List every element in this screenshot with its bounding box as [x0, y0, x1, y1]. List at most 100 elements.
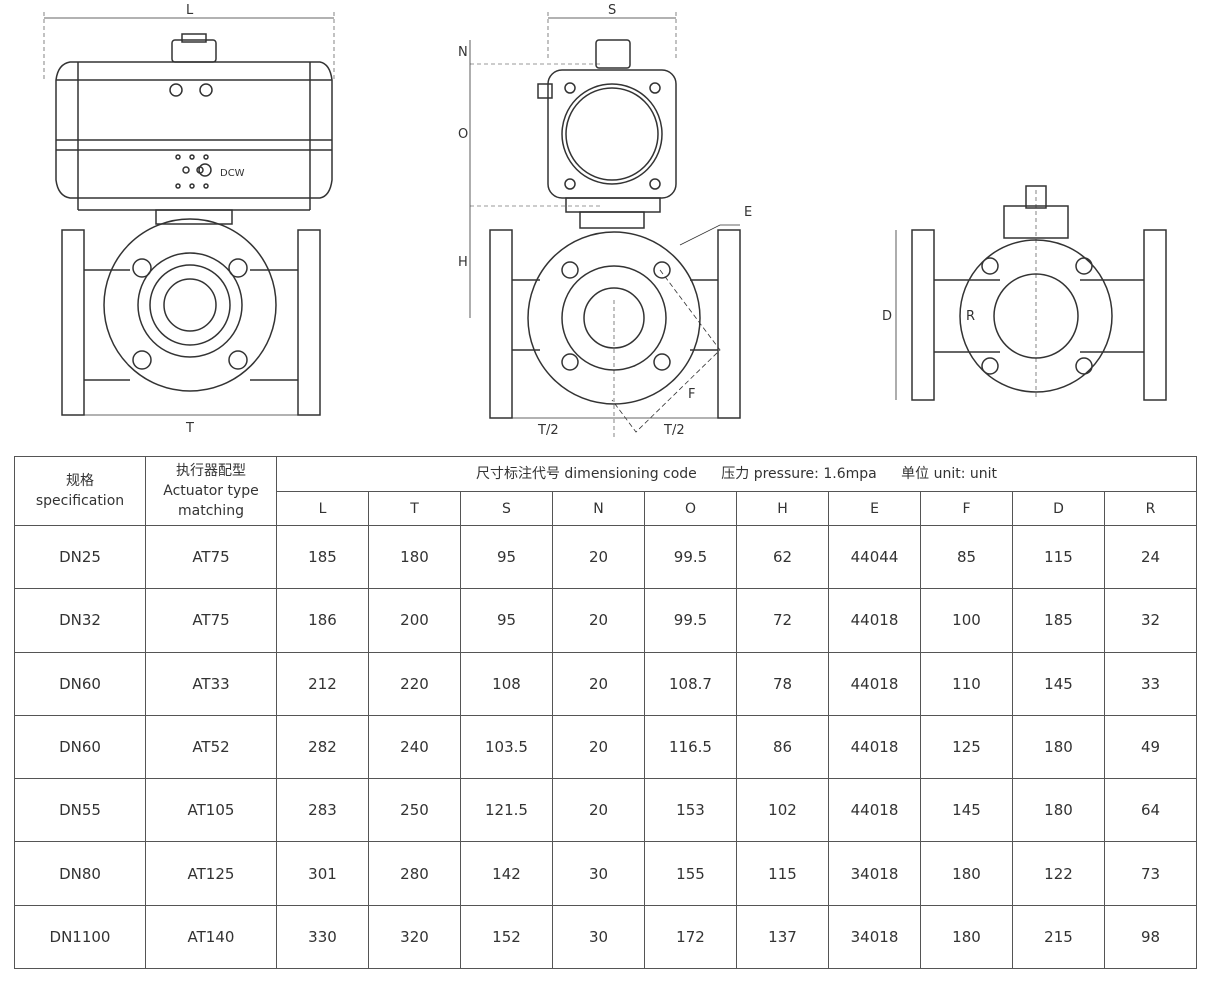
cell-dimension-value: 64	[1104, 778, 1197, 843]
dimension-table: 规格 specification 执行器配型 Actuator type mat…	[14, 456, 1197, 970]
cell-specification: DN1100	[14, 904, 146, 970]
header-spec-en: specification	[35, 493, 125, 509]
cell-dimension-value: 283	[276, 778, 369, 843]
dim-column-header: N	[552, 491, 645, 526]
header-specification: 规格 specification	[14, 456, 146, 526]
cell-dimension-value: 24	[1104, 524, 1197, 590]
cell-dimension-value: 122	[1012, 841, 1105, 906]
technical-drawings: L T DCW S N O H E F T/2 T/2 D R	[0, 0, 1214, 450]
cell-dimension-value: 103.5	[460, 714, 553, 780]
cell-dimension-value: 73	[1104, 841, 1197, 906]
section-view	[895, 185, 1167, 401]
cell-specification: DN60	[14, 714, 146, 780]
cell-specification: DN32	[14, 588, 146, 653]
cell-dimension-value: 72	[736, 588, 829, 653]
cell-dimension-value: 30	[552, 841, 645, 906]
cell-dimension-value: 33	[1104, 651, 1197, 716]
cell-dimension-value: 44044	[828, 524, 921, 590]
cell-specification: DN55	[14, 778, 146, 843]
header-unit: 单位 unit: unit	[901, 466, 998, 482]
cell-actuator: AT33	[145, 651, 277, 716]
cell-dimension-value: 185	[276, 524, 369, 590]
cell-dimension-value: 155	[644, 841, 737, 906]
cell-dimension-value: 212	[276, 651, 369, 716]
dim-label-O: O	[458, 127, 468, 142]
cell-dimension-value: 20	[552, 778, 645, 843]
brand-mark: DCW	[220, 168, 245, 179]
front-view	[43, 12, 335, 416]
header-actuator-en2: matching	[178, 503, 244, 519]
dim-column-header: H	[736, 491, 829, 526]
cell-dimension-value: 240	[368, 714, 461, 780]
cell-dimension-value: 62	[736, 524, 829, 590]
cell-dimension-value: 95	[460, 588, 553, 653]
header-actuator: 执行器配型 Actuator type matching	[145, 456, 277, 526]
header-actuator-zh: 执行器配型	[176, 463, 246, 479]
cell-dimension-value: 44018	[828, 714, 921, 780]
cell-dimension-value: 32	[1104, 588, 1197, 653]
dim-column-header: D	[1012, 491, 1105, 526]
cell-dimension-value: 220	[368, 651, 461, 716]
cell-specification: DN60	[14, 651, 146, 716]
dim-label-T: T	[185, 421, 194, 436]
cell-dimension-value: 20	[552, 714, 645, 780]
side-view	[469, 12, 741, 440]
cell-specification: DN25	[14, 524, 146, 590]
dim-label-S: S	[608, 3, 616, 18]
cell-dimension-value: 44018	[828, 651, 921, 716]
cell-dimension-value: 95	[460, 524, 553, 590]
cell-dimension-value: 102	[736, 778, 829, 843]
cell-dimension-value: 330	[276, 904, 369, 970]
cell-actuator: AT52	[145, 714, 277, 780]
cell-dimension-value: 153	[644, 778, 737, 843]
cell-dimension-value: 115	[1012, 524, 1105, 590]
cell-actuator: AT140	[145, 904, 277, 970]
cell-dimension-value: 34018	[828, 841, 921, 906]
cell-specification: DN80	[14, 841, 146, 906]
dim-column-header: O	[644, 491, 737, 526]
cell-dimension-value: 320	[368, 904, 461, 970]
dim-label-D: D	[882, 309, 892, 324]
cell-actuator: AT125	[145, 841, 277, 906]
cell-dimension-value: 172	[644, 904, 737, 970]
dim-column-header: S	[460, 491, 553, 526]
cell-dimension-value: 152	[460, 904, 553, 970]
cell-actuator: AT75	[145, 524, 277, 590]
cell-dimension-value: 86	[736, 714, 829, 780]
cell-dimension-value: 121.5	[460, 778, 553, 843]
cell-dimension-value: 137	[736, 904, 829, 970]
dim-column-header: E	[828, 491, 921, 526]
dim-column-header: T	[368, 491, 461, 526]
cell-dimension-value: 20	[552, 588, 645, 653]
dim-label-H: H	[458, 255, 468, 270]
cell-dimension-value: 78	[736, 651, 829, 716]
dim-column-header: F	[920, 491, 1013, 526]
cell-dimension-value: 250	[368, 778, 461, 843]
cell-dimension-value: 100	[920, 588, 1013, 653]
cell-dimension-value: 142	[460, 841, 553, 906]
cell-dimension-value: 116.5	[644, 714, 737, 780]
header-spec-zh: 规格	[66, 473, 94, 489]
cell-dimension-value: 99.5	[644, 588, 737, 653]
cell-dimension-value: 145	[920, 778, 1013, 843]
cell-actuator: AT75	[145, 588, 277, 653]
header-pressure: 压力 pressure: 1.6mpa	[721, 466, 877, 482]
cell-dimension-value: 180	[1012, 778, 1105, 843]
cell-dimension-value: 49	[1104, 714, 1197, 780]
cell-dimension-value: 44018	[828, 588, 921, 653]
cell-dimension-value: 44018	[828, 778, 921, 843]
dim-label-T-half-right: T/2	[663, 423, 685, 438]
cell-dimension-value: 125	[920, 714, 1013, 780]
cell-dimension-value: 20	[552, 524, 645, 590]
cell-dimension-value: 108	[460, 651, 553, 716]
cell-dimension-value: 180	[368, 524, 461, 590]
cell-actuator: AT105	[145, 778, 277, 843]
cell-dimension-value: 185	[1012, 588, 1105, 653]
